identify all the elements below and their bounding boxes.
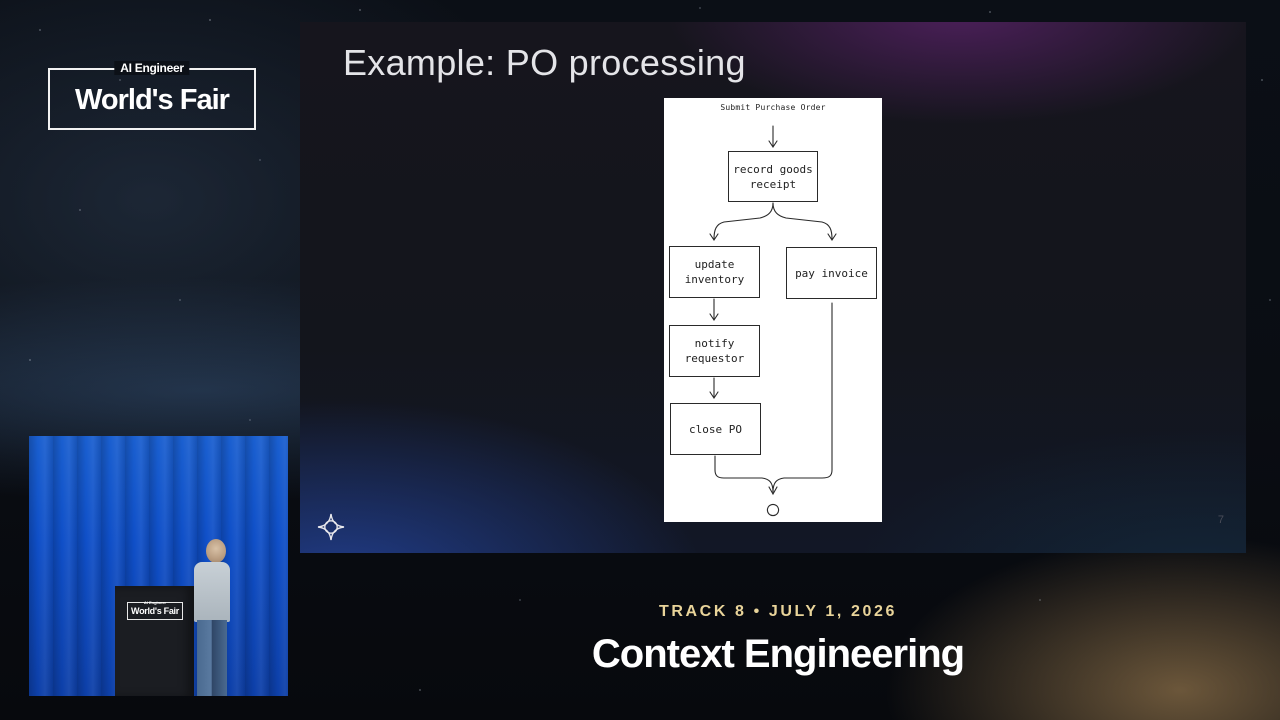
- node-record-goods-receipt: record goods receipt: [728, 151, 818, 202]
- node-update-inventory: update inventory: [669, 246, 760, 298]
- talk-title: Context Engineering: [591, 632, 965, 676]
- node-label: pay invoice: [795, 266, 868, 280]
- arrow-close-to-end: [714, 455, 774, 493]
- four-point-star-circle-icon: [317, 513, 345, 541]
- slide-title: Example: PO processing: [343, 42, 746, 83]
- node-label: notify requestor: [684, 337, 745, 365]
- track-date-caption: TRACK 8 • JULY 1, 2026: [659, 603, 897, 620]
- node-pay-invoice: pay invoice: [786, 247, 877, 299]
- slide-page-number: 7: [1217, 514, 1224, 526]
- speaker-video: AI Engineer World's Fair: [29, 436, 288, 696]
- speaker-head: [206, 539, 226, 563]
- flow-start-label: Submit Purchase Order: [720, 103, 826, 112]
- event-logo-title: World's Fair: [75, 84, 230, 116]
- lectern-logo-subtitle: AI Engineer: [143, 600, 167, 605]
- lectern-logo: AI Engineer World's Fair: [127, 600, 183, 620]
- presentation-slide: Example: PO processing: [300, 22, 1246, 553]
- speaker-legs: [197, 620, 227, 696]
- node-close-po: close PO: [670, 403, 761, 455]
- node-label: close PO: [689, 422, 742, 436]
- po-flowchart: Submit Purchase Order record goods recei…: [664, 98, 882, 522]
- event-logo-subtitle: AI Engineer: [114, 61, 190, 75]
- arrow-record-to-pay: [772, 202, 833, 240]
- speaker-body: [194, 562, 230, 622]
- flowchart-connectors: [709, 125, 837, 517]
- node-label: record goods receipt: [733, 162, 813, 191]
- arrow-record-to-update: [713, 202, 774, 240]
- arrow-pay-to-end: [772, 302, 833, 493]
- lectern: AI Engineer World's Fair: [115, 586, 194, 696]
- lectern-logo-title: World's Fair: [131, 606, 179, 616]
- flow-end-circle: [766, 503, 780, 517]
- node-notify-requestor: notify requestor: [669, 325, 760, 377]
- node-label: update inventory: [684, 258, 745, 286]
- event-logo: AI Engineer World's Fair: [48, 61, 256, 130]
